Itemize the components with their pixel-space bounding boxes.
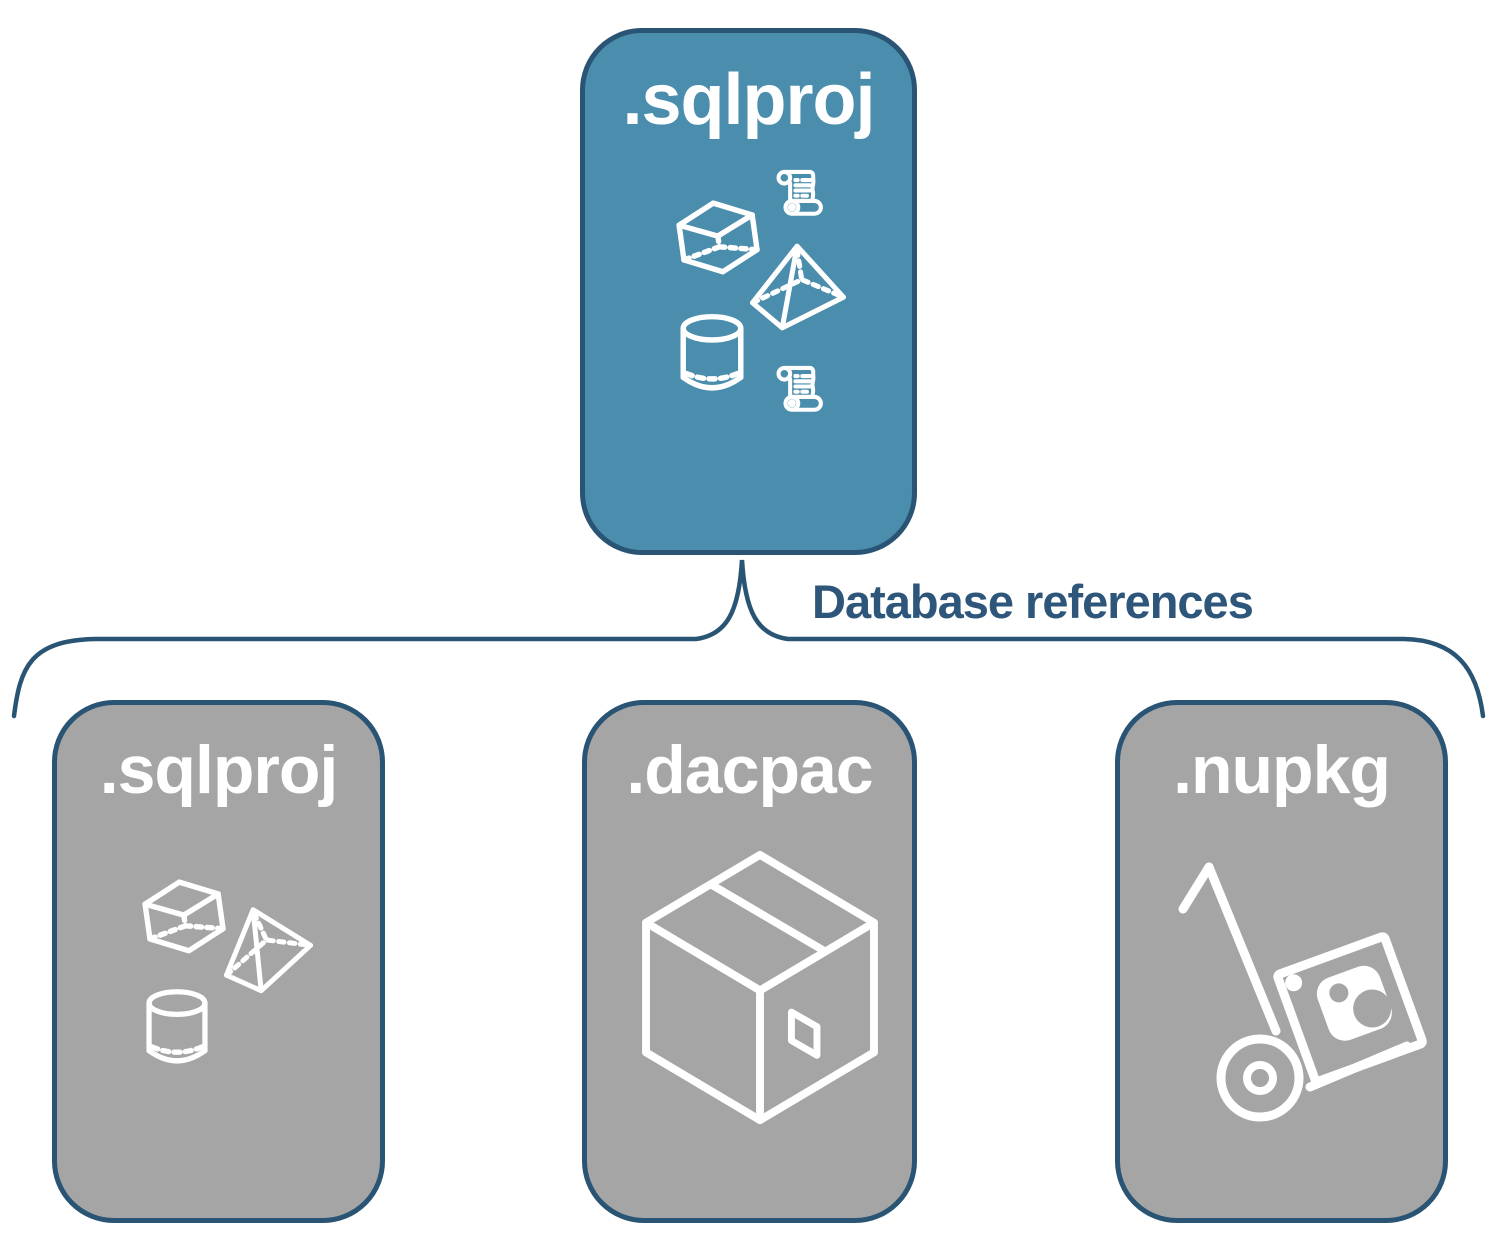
sql-script-scroll-icon <box>776 365 823 412</box>
root-node-title: .sqlproj <box>622 60 875 140</box>
child-node-nupkg: .nupkg <box>1115 700 1448 1223</box>
child-node-title: .sqlproj <box>99 732 339 808</box>
cylinder-icon <box>146 989 208 1064</box>
child-node-sqlproj: .sqlproj <box>52 700 385 1223</box>
cube-icon <box>676 200 760 275</box>
pyramid-icon <box>750 243 846 331</box>
child-node-title: .dacpac <box>626 732 873 808</box>
connector-label: Database references <box>812 575 1254 628</box>
sql-script-scroll-icon <box>776 169 823 216</box>
child-node-title: .nupkg <box>1173 732 1391 808</box>
package-box-icon <box>642 850 878 1125</box>
nuget-hand-truck-icon <box>1178 862 1427 1122</box>
pyramid-icon <box>223 907 314 994</box>
root-node-sqlproj: .sqlproj <box>580 28 917 555</box>
child-node-dacpac: .dacpac <box>582 700 917 1223</box>
cube-icon <box>142 879 226 954</box>
cylinder-icon <box>680 313 744 391</box>
